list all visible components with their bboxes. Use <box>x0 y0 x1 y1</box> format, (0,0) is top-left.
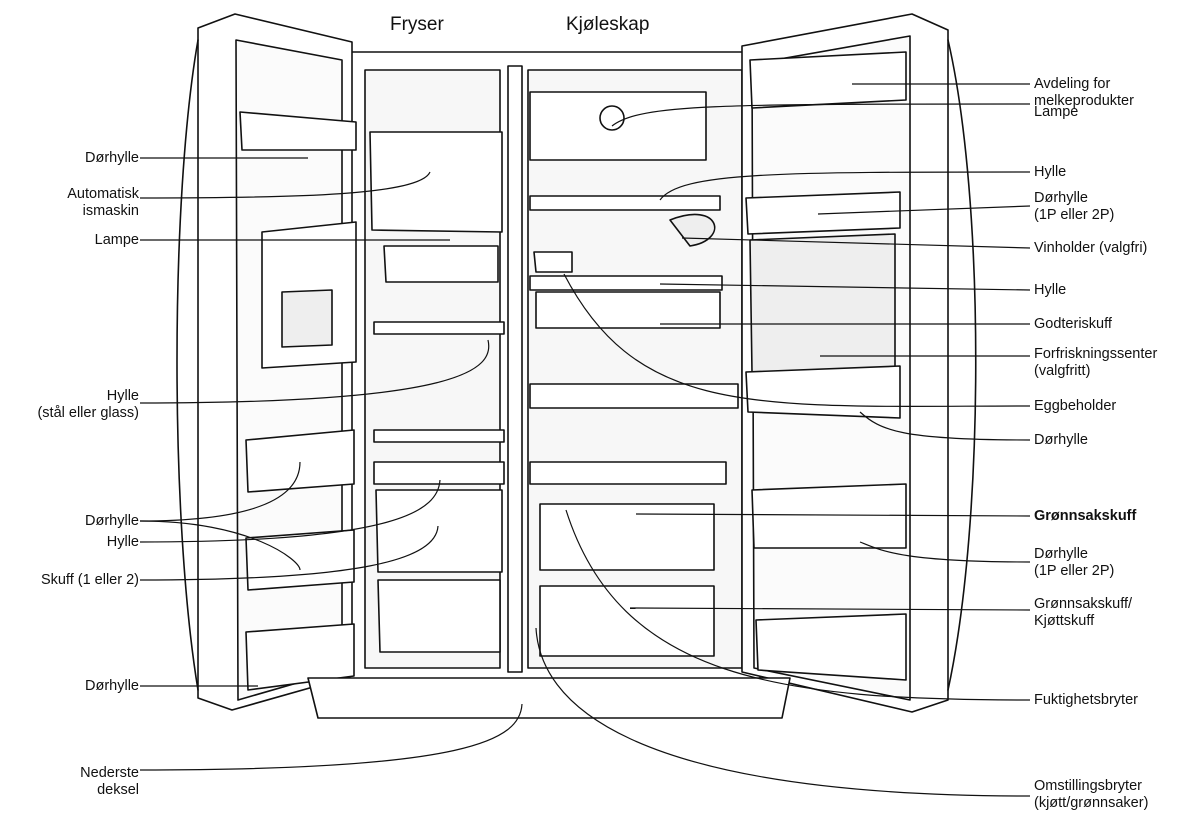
bottom-cover <box>307 677 791 719</box>
label-right-door-shelf-2: Dørhylle <box>1034 432 1088 448</box>
fridge-shelf-4 <box>529 461 727 485</box>
leader-right-2 <box>611 103 1031 127</box>
label-meat-drawer: Grønnsakskuff/Kjøttskuff <box>1034 596 1133 629</box>
leader-right-6 <box>659 283 1031 291</box>
leader-left-7 <box>139 525 439 581</box>
right-door-curve <box>947 39 977 691</box>
freezer-shelf-1 <box>373 321 505 335</box>
freezer-shelf-3 <box>373 461 505 485</box>
ice-maker <box>369 131 503 233</box>
leader-left-6 <box>139 479 441 543</box>
right-door-bin-3 <box>751 483 907 549</box>
leader-left-5a <box>139 461 301 522</box>
left-door-bin-1 <box>239 111 357 151</box>
leader-right-3 <box>659 171 1031 201</box>
refreshment-center <box>749 233 896 373</box>
freezer-drawer-2 <box>377 579 501 653</box>
label-fridge-shelf-1: Hylle <box>1034 164 1067 180</box>
leader-left-2 <box>139 171 431 199</box>
leader-right-11 <box>635 513 1031 517</box>
leader-right-10 <box>859 411 1031 441</box>
label-snack-drawer: Godteriskuff <box>1034 316 1112 332</box>
label-right-door-shelf-1: Dørhylle(1P eller 2P) <box>1034 190 1115 223</box>
leader-right-5 <box>681 237 1031 249</box>
leader-right-4 <box>817 205 1031 215</box>
left-door-bin-4 <box>245 623 355 691</box>
leader-right-9 <box>563 273 1031 407</box>
label-freezer-lamp: Lampe <box>94 232 139 248</box>
dairy-compartment <box>749 51 907 109</box>
leader-right-13 <box>629 607 1031 611</box>
label-door-shelf-2: Dørhylle <box>85 513 139 529</box>
label-right-door-shelf-3: Dørhylle(1P eller 2P) <box>1034 546 1115 579</box>
snack-drawer <box>535 291 721 329</box>
fridge-shelf-2 <box>529 275 723 291</box>
meat-drawer <box>539 585 715 657</box>
fridge-heading: Kjøleskap <box>566 14 650 35</box>
egg-container <box>533 251 573 273</box>
left-door-bin-2 <box>245 429 355 493</box>
fridge-lamp <box>599 105 625 131</box>
leader-right-14 <box>565 509 1031 701</box>
right-door-bin-2 <box>745 365 901 419</box>
center-divider <box>507 65 523 673</box>
label-egg-container: Eggbeholder <box>1034 398 1117 414</box>
label-door-shelf-3: Dørhylle <box>85 678 139 694</box>
freezer-heading: Fryser <box>390 14 444 35</box>
freezer-shelf-2 <box>373 429 505 443</box>
label-refreshment-center: Forfriskningssenter(valgfritt) <box>1034 346 1158 379</box>
left-door-bin-3 <box>245 529 355 591</box>
label-vegetable-drawer: Grønnsakskuff <box>1034 508 1137 524</box>
label-freezer-shelf-2: Hylle <box>106 534 139 550</box>
label-wine-holder: Vinholder (valgfri) <box>1034 240 1148 256</box>
right-door-bin-4 <box>755 613 907 681</box>
label-fridge-shelf-2: Hylle <box>1034 282 1067 298</box>
leader-left-9 <box>139 703 523 771</box>
leader-left-5b <box>139 520 301 571</box>
leader-left-4 <box>139 339 490 404</box>
label-freezer-shelf: Hylle(stål eller glass) <box>37 388 139 421</box>
label-conversion-switch: Omstillingsbryter(kjøtt/grønnsaker) <box>1034 778 1149 811</box>
fridge-shelf-3 <box>529 383 739 409</box>
label-drawer: Skuff (1 eller 2) <box>40 572 139 588</box>
right-door-bin-1 <box>745 191 901 235</box>
leader-right-12 <box>859 541 1031 563</box>
dispenser-panel <box>281 289 333 348</box>
fridge-control-panel <box>529 91 707 161</box>
label-door-shelf-1: Dørhylle <box>85 150 139 166</box>
label-humidity-switch: Fuktighetsbryter <box>1034 692 1138 708</box>
label-fridge-lamp: Lampe <box>1034 104 1079 120</box>
freezer-lamp <box>383 245 499 283</box>
leader-right-15 <box>535 627 1031 797</box>
fridge-shelf-1 <box>529 195 721 211</box>
freezer-drawer-1 <box>375 489 503 573</box>
left-door-curve <box>176 39 199 691</box>
